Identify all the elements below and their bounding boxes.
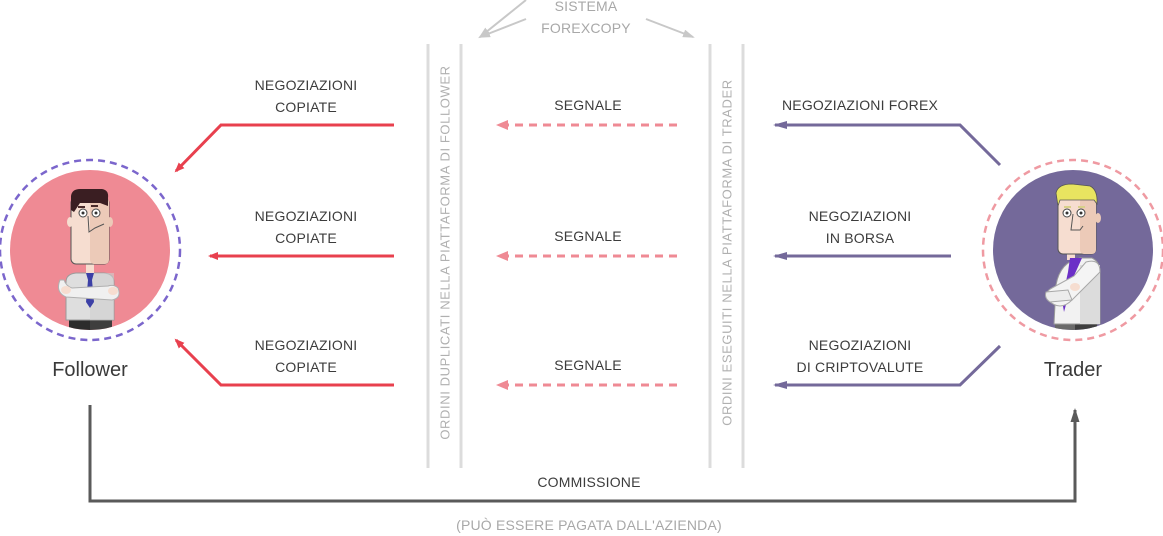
trade-label-crypto-line2: DI CRIPTOVALUTE: [796, 359, 924, 375]
system-arrows: [478, 0, 695, 39]
copied-trades-label-1: NEGOZIAZIONI COPIATE: [226, 74, 386, 118]
follower-ring: [0, 158, 182, 342]
copied-trade-arrows: [174, 123, 394, 387]
trader-trade-arrows: [773, 121, 1002, 389]
signal-label-2: SEGNALE: [554, 228, 622, 244]
trade-label-forex: NEGOZIAZIONI FOREX: [780, 94, 940, 116]
system-title: SISTEMA FOREXCOPY: [506, 0, 666, 39]
signal-label-1: SEGNALE: [554, 97, 622, 113]
copied-trades-label-2: NEGOZIAZIONI COPIATE: [226, 205, 386, 249]
trader-name: Trader: [1043, 359, 1103, 381]
signal-arrows: [496, 120, 677, 390]
system-arrow-left-line: [478, 18, 527, 38]
commission-note: (PUÒ ESSERE PAGATA DALL'AZIENDA): [456, 517, 722, 533]
trade-label-crypto: NEGOZIAZIONI DI CRIPTOVALUTE: [780, 334, 940, 378]
commission-label: COMMISSIONE: [537, 474, 641, 490]
trade-arrow-crypto: [773, 344, 1002, 389]
trade-label-forex-line1: NEGOZIAZIONI FOREX: [781, 97, 939, 113]
copied-trades-label-3: NEGOZIAZIONI COPIATE: [226, 334, 386, 378]
businessman-blonde-hair-icon: [1045, 183, 1101, 330]
trade-arrow-forex: [773, 121, 1002, 167]
commission-arrow: [88, 405, 1080, 503]
system-title-line1: SISTEMA: [554, 0, 618, 14]
copied-trades-label-3-line2: COPIATE: [275, 359, 337, 375]
trader-platform-label: ORDINI ESEGUITI NELLA PIATTAFORMA DI TRA…: [719, 79, 735, 426]
trade-label-crypto-line1: NEGOZIAZIONI: [808, 337, 912, 353]
copied-trades-label-1-line2: COPIATE: [275, 99, 337, 115]
trader-ring: [981, 158, 1163, 342]
trade-label-stock-line2: IN BORSA: [825, 230, 895, 246]
copied-arrow-3: [174, 338, 394, 387]
signal-label-3: SEGNALE: [554, 357, 622, 373]
follower-platform-bars: [426, 44, 463, 468]
copied-trades-label-2-line1: NEGOZIAZIONI: [254, 208, 358, 224]
copied-trades-label-2-line2: COPIATE: [275, 230, 337, 246]
follower-name: Follower: [52, 359, 128, 381]
copied-trades-label-3-line1: NEGOZIAZIONI: [254, 337, 358, 353]
system-arrow-right: [645, 18, 695, 38]
trade-label-stock: NEGOZIAZIONI IN BORSA: [780, 205, 940, 249]
trader-platform-bars: [708, 44, 745, 468]
follower-avatar: [0, 158, 182, 342]
trade-label-stock-line1: NEGOZIAZIONI: [808, 208, 912, 224]
system-title-line2: FOREXCOPY: [541, 20, 631, 36]
copied-arrow-1: [174, 123, 394, 173]
follower-platform-label: ORDINI DUPLICATI NELLA PIATTAFORMA DI FO…: [437, 65, 453, 440]
businessman-dark-hair-icon: [58, 189, 120, 330]
copied-trades-label-1-line1: NEGOZIAZIONI: [254, 77, 358, 93]
trader-avatar: [981, 158, 1163, 342]
